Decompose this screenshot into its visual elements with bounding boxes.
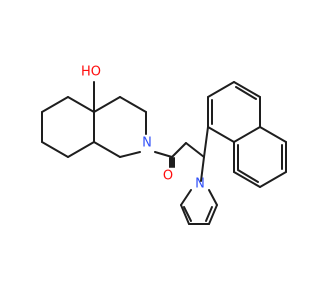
bond: [208, 189, 218, 206]
bond: [207, 81, 235, 98]
bond: [180, 204, 190, 225]
bond: [41, 96, 69, 113]
bond: [208, 204, 218, 225]
bond: [207, 126, 235, 143]
bond: [119, 151, 141, 158]
bond: [180, 189, 192, 206]
atom-label-nitrogen-ring: N: [142, 136, 152, 151]
bond: [67, 96, 95, 113]
bond: [171, 142, 187, 158]
bond: [93, 141, 121, 158]
bond: [67, 141, 95, 158]
bond: [41, 141, 69, 158]
bond: [237, 169, 259, 183]
naphthalene-ring-b: [233, 126, 287, 188]
bond: [233, 126, 261, 143]
bond: [183, 206, 192, 222]
bond: [185, 142, 205, 158]
bond: [235, 86, 257, 100]
bond: [93, 96, 121, 113]
bond: [259, 126, 287, 143]
bond: [119, 96, 147, 113]
atom-label-nitrogen-pyrrole: N: [195, 177, 205, 192]
bond: [200, 156, 205, 182]
bond: [259, 171, 287, 188]
pyrrole-ring: [180, 189, 218, 225]
bond: [233, 171, 261, 188]
amide-chain: [154, 126, 209, 182]
cyclohexane-ring: [41, 96, 95, 158]
structure-diagram: HO N O N: [41, 64, 287, 225]
atom-label-carbonyl-oxygen: O: [163, 169, 173, 184]
bond: [203, 126, 209, 158]
atom-label-hydroxyl: HO: [81, 65, 101, 80]
bond: [154, 151, 173, 158]
piperidine-ring: [93, 96, 147, 158]
bond: [233, 81, 261, 98]
naphthalene-ring-a: [207, 81, 261, 143]
bond: [205, 206, 213, 222]
molecule-svg: HO N O N: [41, 65, 287, 225]
